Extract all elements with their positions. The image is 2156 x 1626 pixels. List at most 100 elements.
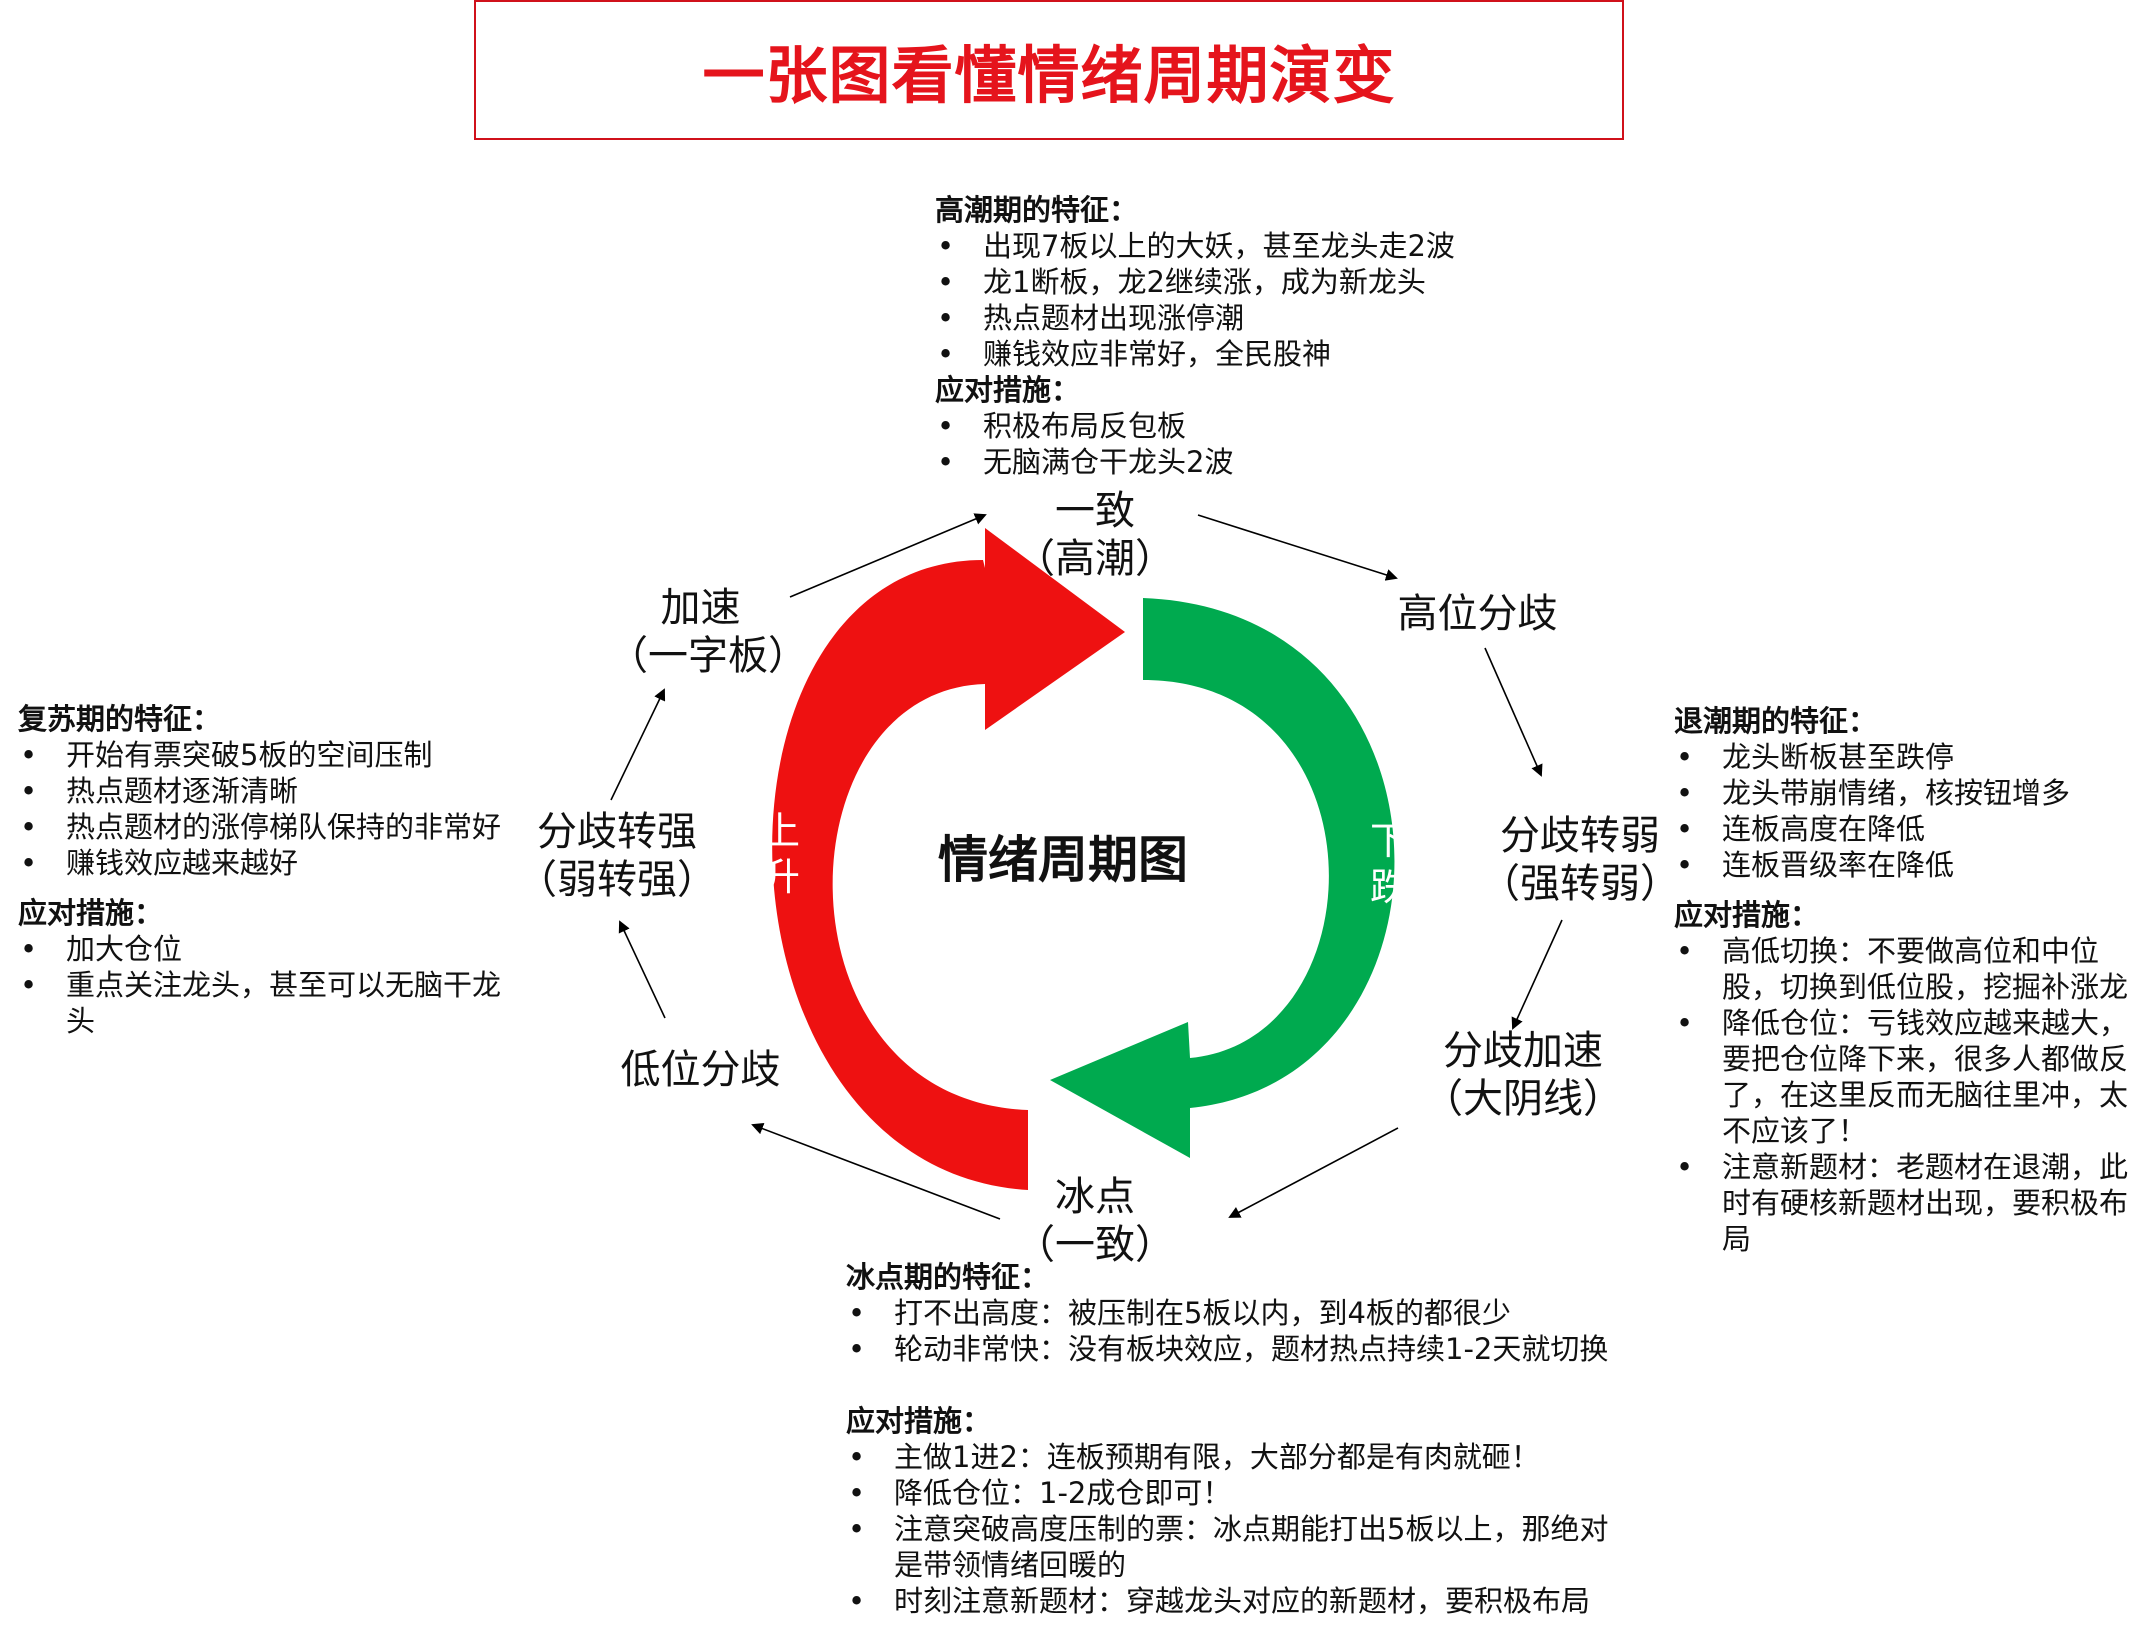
- list-item: •连板高度在降低: [1676, 812, 1926, 846]
- panel-peak: 高潮期的特征： •出现7板以上的大妖，甚至龙头走2波 •龙1断板，龙2继续涨，成…: [935, 192, 1495, 480]
- node-weaken-line-2: （强转弱）: [1480, 861, 1680, 907]
- list-item-text: 注意突破高度压制的票：冰点期能打出5板以上，那绝对是带领情绪回暖的: [894, 1512, 1609, 1582]
- list-item-text: 龙头带崩情绪，核按钮增多: [1722, 776, 2071, 810]
- panel-recovery-head-1: 复苏期的特征：: [18, 702, 222, 736]
- list-item: •龙头带崩情绪，核按钮增多: [1676, 776, 2071, 810]
- node-strengthen-line-1: 分歧转强: [537, 809, 697, 855]
- list-item-text: 积极布局反包板: [983, 409, 1187, 443]
- list-item: •连板晋级率在降低: [1676, 848, 1955, 882]
- node-weaken: 分歧转弱 （强转弱）: [1475, 812, 1685, 908]
- center-label: 情绪周期图: [938, 831, 1188, 889]
- panel-ebb-list-2: •高低切换：不要做高位和中位股，切换到低位股，挖掘补涨龙 •降低仓位：亏钱效应越…: [1674, 933, 2152, 1257]
- list-item: •注意新题材：老题材在退潮，此时有硬核新题材出现，要积极布局: [1676, 1150, 2129, 1256]
- list-item: •注意突破高度压制的票：冰点期能打出5板以上，那绝对是带领情绪回暖的: [848, 1512, 1609, 1582]
- list-item: •赚钱效应越来越好: [20, 846, 299, 880]
- list-item: •降低仓位：亏钱效应越来越大，要把仓位降下来，很多人都做反了，在这里反而无脑往里…: [1676, 1006, 2129, 1148]
- node-low-diverge: 低位分歧: [608, 1046, 793, 1094]
- list-item-text: 出现7板以上的大妖，甚至龙头走2波: [983, 229, 1455, 263]
- list-item-text: 高低切换：不要做高位和中位股，切换到低位股，挖掘补涨龙: [1722, 934, 2129, 1004]
- title-box: 一张图看懂情绪周期演变: [474, 0, 1624, 140]
- node-top-line-1: 一致: [1055, 488, 1135, 534]
- node-low-diverge-line-1: 低位分歧: [620, 1047, 781, 1093]
- connector-high-diverge-to-weaken: [1484, 647, 1543, 777]
- list-item: •无脑满仓干龙头2波: [937, 445, 1234, 479]
- panel-recovery-head-2: 应对措施：: [18, 896, 164, 930]
- list-item-text: 开始有票突破5板的空间压制: [66, 738, 433, 772]
- list-item-text: 降低仓位：1-2成仓即可！: [894, 1476, 1232, 1510]
- up-label: 上 升: [758, 808, 804, 900]
- list-item-text: 轮动非常快：没有板块效应，题材热点持续1-2天就切换: [894, 1332, 1609, 1366]
- list-item: •热点题材逐渐清晰: [20, 774, 299, 808]
- node-top: 一致 （高潮）: [1010, 487, 1180, 583]
- list-item-text: 连板高度在降低: [1722, 812, 1926, 846]
- list-item: •重点关注龙头，甚至可以无脑干龙头: [20, 968, 502, 1038]
- panel-recovery-list-1: •开始有票突破5板的空间压制 •热点题材逐渐清晰 •热点题材的涨停梯队保持的非常…: [18, 737, 513, 881]
- connector-weaken-to-accel-diverge: [1511, 919, 1563, 1030]
- node-accelerate: 加速 （一字板）: [608, 584, 808, 680]
- panel-recovery-list-2: •加大仓位 •重点关注龙头，甚至可以无脑干龙头: [18, 931, 513, 1039]
- list-item-text: 热点题材的涨停梯队保持的非常好: [66, 810, 502, 844]
- list-item: •积极布局反包板: [937, 409, 1187, 443]
- list-item-text: 热点题材逐渐清晰: [66, 774, 299, 808]
- list-item-text: 时刻注意新题材：穿越龙头对应的新题材，要积极布局: [894, 1584, 1591, 1618]
- node-bottom: 冰点 （一致）: [1010, 1173, 1180, 1269]
- node-strengthen-line-2: （弱转强）: [517, 857, 717, 903]
- list-item-text: 连板晋级率在降低: [1722, 848, 1955, 882]
- panel-recovery: 复苏期的特征： •开始有票突破5板的空间压制 •热点题材逐渐清晰 •热点题材的涨…: [18, 701, 513, 1039]
- node-bottom-line-1: 冰点: [1055, 1174, 1135, 1220]
- list-item-text: 降低仓位：亏钱效应越来越大，要把仓位降下来，很多人都做反了，在这里反而无脑往里冲…: [1722, 1006, 2129, 1148]
- panel-ebb-head-2: 应对措施：: [1674, 898, 1820, 932]
- list-item: •龙1断板，龙2继续涨，成为新龙头: [937, 265, 1426, 299]
- list-item-text: 赚钱效应非常好，全民股神: [983, 337, 1332, 371]
- node-high-diverge: 高位分歧: [1385, 590, 1570, 638]
- list-item-text: 注意新题材：老题材在退潮，此时有硬核新题材出现，要积极布局: [1722, 1150, 2129, 1256]
- panel-peak-list-2: •积极布局反包板 •无脑满仓干龙头2波: [935, 408, 1495, 480]
- node-accel-diverge-line-1: 分歧加速: [1443, 1028, 1603, 1074]
- node-strengthen: 分歧转强 （弱转强）: [512, 808, 722, 904]
- list-item-text: 龙1断板，龙2继续涨，成为新龙头: [983, 265, 1426, 299]
- node-accel-diverge-line-2: （大阴线）: [1423, 1076, 1623, 1122]
- panel-freeze-list-1: •打不出高度：被压制在5板以内，到4板的都很少 •轮动非常快：没有板块效应，题材…: [846, 1295, 1646, 1367]
- down-label-char-2: 跌: [1369, 865, 1408, 909]
- list-item: •热点题材出现涨停潮: [937, 301, 1245, 335]
- connector-top-to-high-diverge: [1197, 514, 1398, 581]
- panel-freeze: 冰点期的特征： •打不出高度：被压制在5板以内，到4板的都很少 •轮动非常快：没…: [846, 1259, 1646, 1619]
- node-high-diverge-line-1: 高位分歧: [1397, 591, 1558, 637]
- list-item: •轮动非常快：没有板块效应，题材热点持续1-2天就切换: [848, 1332, 1609, 1366]
- list-item: •时刻注意新题材：穿越龙头对应的新题材，要积极布局: [848, 1584, 1591, 1618]
- list-item-text: 加大仓位: [66, 932, 183, 966]
- list-item: •龙头断板甚至跌停: [1676, 740, 1955, 774]
- panel-peak-head-1: 高潮期的特征：: [935, 193, 1139, 227]
- down-arrow: [1050, 598, 1395, 1158]
- up-label-char-2: 升: [761, 855, 800, 899]
- list-item-text: 重点关注龙头，甚至可以无脑干龙头: [66, 968, 502, 1038]
- panel-ebb-list-1: •龙头断板甚至跌停 •龙头带崩情绪，核按钮增多 •连板高度在降低 •连板晋级率在…: [1674, 739, 2152, 883]
- list-item: •降低仓位：1-2成仓即可！: [848, 1476, 1232, 1510]
- connector-strengthen-to-accelerate: [610, 688, 666, 801]
- page-title: 一张图看懂情绪周期演变: [702, 39, 1396, 112]
- panel-freeze-list-2: •主做1进2：连板预期有限，大部分都是有肉就砸！ •降低仓位：1-2成仓即可！ …: [846, 1439, 1646, 1619]
- node-accelerate-line-2: （一字板）: [608, 633, 808, 679]
- list-item: •热点题材的涨停梯队保持的非常好: [20, 810, 502, 844]
- panel-peak-head-2: 应对措施：: [935, 373, 1081, 407]
- panel-ebb: 退潮期的特征： •龙头断板甚至跌停 •龙头带崩情绪，核按钮增多 •连板高度在降低…: [1674, 703, 2152, 1257]
- node-bottom-line-2: （一致）: [1015, 1222, 1175, 1268]
- list-item: •高低切换：不要做高位和中位股，切换到低位股，挖掘补涨龙: [1676, 934, 2129, 1004]
- panel-ebb-head-1: 退潮期的特征：: [1674, 704, 1878, 738]
- connector-low-diverge-to-strengthen: [618, 920, 666, 1019]
- list-item: •加大仓位: [20, 932, 183, 966]
- node-top-line-2: （高潮）: [1015, 536, 1175, 582]
- list-item-text: 热点题材出现涨停潮: [983, 301, 1245, 335]
- up-arrow: [772, 528, 1125, 1190]
- list-item: •主做1进2：连板预期有限，大部分都是有肉就砸！: [848, 1440, 1540, 1474]
- panel-freeze-head-2: 应对措施：: [846, 1404, 992, 1438]
- panel-freeze-head-1: 冰点期的特征：: [846, 1260, 1050, 1294]
- list-item: •赚钱效应非常好，全民股神: [937, 337, 1332, 371]
- list-item-text: 赚钱效应越来越好: [66, 846, 299, 880]
- list-item-text: 主做1进2：连板预期有限，大部分都是有肉就砸！: [894, 1440, 1540, 1474]
- list-item: •出现7板以上的大妖，甚至龙头走2波: [937, 229, 1455, 263]
- list-item-text: 龙头断板甚至跌停: [1722, 740, 1955, 774]
- up-label-char-1: 上: [761, 809, 800, 853]
- connector-bottom-to-low-diverge: [751, 1122, 1001, 1220]
